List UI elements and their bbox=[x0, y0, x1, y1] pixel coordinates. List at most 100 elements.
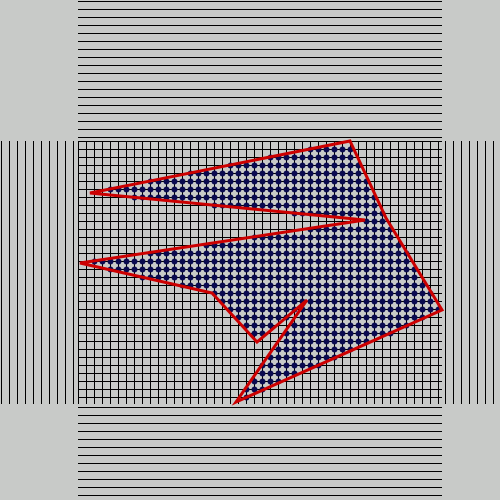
pixel-dot bbox=[259, 322, 266, 329]
pixel-dot bbox=[139, 258, 146, 265]
pixel-dot bbox=[323, 314, 330, 321]
pixel-dot bbox=[251, 290, 258, 297]
pixel-dot bbox=[403, 306, 410, 313]
pixel-dot bbox=[323, 202, 330, 209]
pixel-dot bbox=[331, 202, 338, 209]
pixel-dot bbox=[275, 202, 282, 209]
pixel-dot bbox=[339, 154, 346, 161]
pixel-dot bbox=[283, 370, 290, 377]
pixel-dot bbox=[227, 170, 234, 177]
pixel-dot bbox=[275, 298, 282, 305]
pixel-dot bbox=[171, 274, 178, 281]
pixel-dot bbox=[323, 146, 330, 153]
pixel-dot bbox=[243, 298, 250, 305]
pixel-dot bbox=[243, 242, 250, 249]
pixel-dot bbox=[251, 306, 258, 313]
pixel-dot bbox=[267, 266, 274, 273]
pixel-dot bbox=[339, 250, 346, 257]
pixel-dot bbox=[219, 282, 226, 289]
pixel-dot bbox=[387, 290, 394, 297]
pixel-dot bbox=[187, 250, 194, 257]
pixel-dot bbox=[331, 322, 338, 329]
pixel-dot bbox=[387, 274, 394, 281]
pixel-dot bbox=[275, 186, 282, 193]
pixel-dot bbox=[291, 346, 298, 353]
pixel-dot bbox=[243, 258, 250, 265]
pixel-dot bbox=[323, 242, 330, 249]
pixel-dot bbox=[203, 170, 210, 177]
pixel-dot bbox=[347, 234, 354, 241]
pixel-dot bbox=[323, 194, 330, 201]
pixel-dot bbox=[355, 306, 362, 313]
pixel-dot bbox=[339, 162, 346, 169]
pixel-dot bbox=[147, 186, 154, 193]
pixel-dot bbox=[347, 306, 354, 313]
pixel-dot bbox=[203, 186, 210, 193]
pixel-dot bbox=[267, 370, 274, 377]
pixel-dot bbox=[291, 338, 298, 345]
rasterized-pixels bbox=[91, 146, 442, 401]
pixel-dot bbox=[131, 186, 138, 193]
pixel-dot bbox=[315, 178, 322, 185]
pixel-dot bbox=[371, 282, 378, 289]
pixel-dot bbox=[203, 194, 210, 201]
pixel-dot bbox=[355, 274, 362, 281]
pixel-dot bbox=[171, 250, 178, 257]
pixel-dot bbox=[267, 194, 274, 201]
pixel-dot bbox=[387, 298, 394, 305]
pixel-dot bbox=[291, 202, 298, 209]
pixel-dot bbox=[395, 274, 402, 281]
pixel-dot bbox=[339, 242, 346, 249]
pixel-dot bbox=[267, 186, 274, 193]
pixel-dot bbox=[315, 162, 322, 169]
pixel-dot bbox=[171, 194, 178, 201]
pixel-dot bbox=[387, 314, 394, 321]
pixel-dot bbox=[411, 306, 418, 313]
pixel-dot bbox=[355, 234, 362, 241]
pixel-dot bbox=[171, 178, 178, 185]
pixel-dot bbox=[187, 178, 194, 185]
pixel-dot bbox=[347, 330, 354, 337]
pixel-dot bbox=[307, 202, 314, 209]
pixel-dot bbox=[307, 194, 314, 201]
pixel-dot bbox=[267, 258, 274, 265]
pixel-dot bbox=[267, 170, 274, 177]
pixel-dot bbox=[275, 162, 282, 169]
pixel-dot bbox=[179, 274, 186, 281]
pixel-dot bbox=[187, 194, 194, 201]
pixel-dot bbox=[331, 186, 338, 193]
pixel-dot bbox=[123, 186, 130, 193]
pixel-dot bbox=[243, 290, 250, 297]
pixel-dot bbox=[267, 202, 274, 209]
pixel-dot bbox=[363, 258, 370, 265]
pixel-dot bbox=[179, 186, 186, 193]
pixel-dot bbox=[267, 162, 274, 169]
pixel-dot bbox=[275, 234, 282, 241]
pixel-dot bbox=[331, 314, 338, 321]
pixel-dot bbox=[363, 330, 370, 337]
pixel-dot bbox=[299, 178, 306, 185]
pixel-dot bbox=[307, 322, 314, 329]
pixel-dot bbox=[291, 354, 298, 361]
pixel-dot bbox=[419, 290, 426, 297]
pixel-dot bbox=[275, 266, 282, 273]
pixel-dot bbox=[283, 362, 290, 369]
pixel-dot bbox=[331, 250, 338, 257]
pixel-dot bbox=[363, 314, 370, 321]
pixel-dot bbox=[411, 282, 418, 289]
pixel-dot bbox=[395, 266, 402, 273]
pixel-dot bbox=[339, 338, 346, 345]
pixel-dot bbox=[315, 186, 322, 193]
pixel-dot bbox=[371, 298, 378, 305]
pixel-dot bbox=[323, 258, 330, 265]
pixel-dot bbox=[251, 386, 258, 393]
pixel-dot bbox=[283, 354, 290, 361]
pixel-dot bbox=[259, 258, 266, 265]
pixel-dot bbox=[395, 258, 402, 265]
pixel-dot bbox=[331, 338, 338, 345]
pixel-dot bbox=[387, 322, 394, 329]
pixel-dot bbox=[315, 314, 322, 321]
pixel-dot bbox=[315, 250, 322, 257]
pixel-dot bbox=[307, 234, 314, 241]
pixel-dot bbox=[251, 162, 258, 169]
